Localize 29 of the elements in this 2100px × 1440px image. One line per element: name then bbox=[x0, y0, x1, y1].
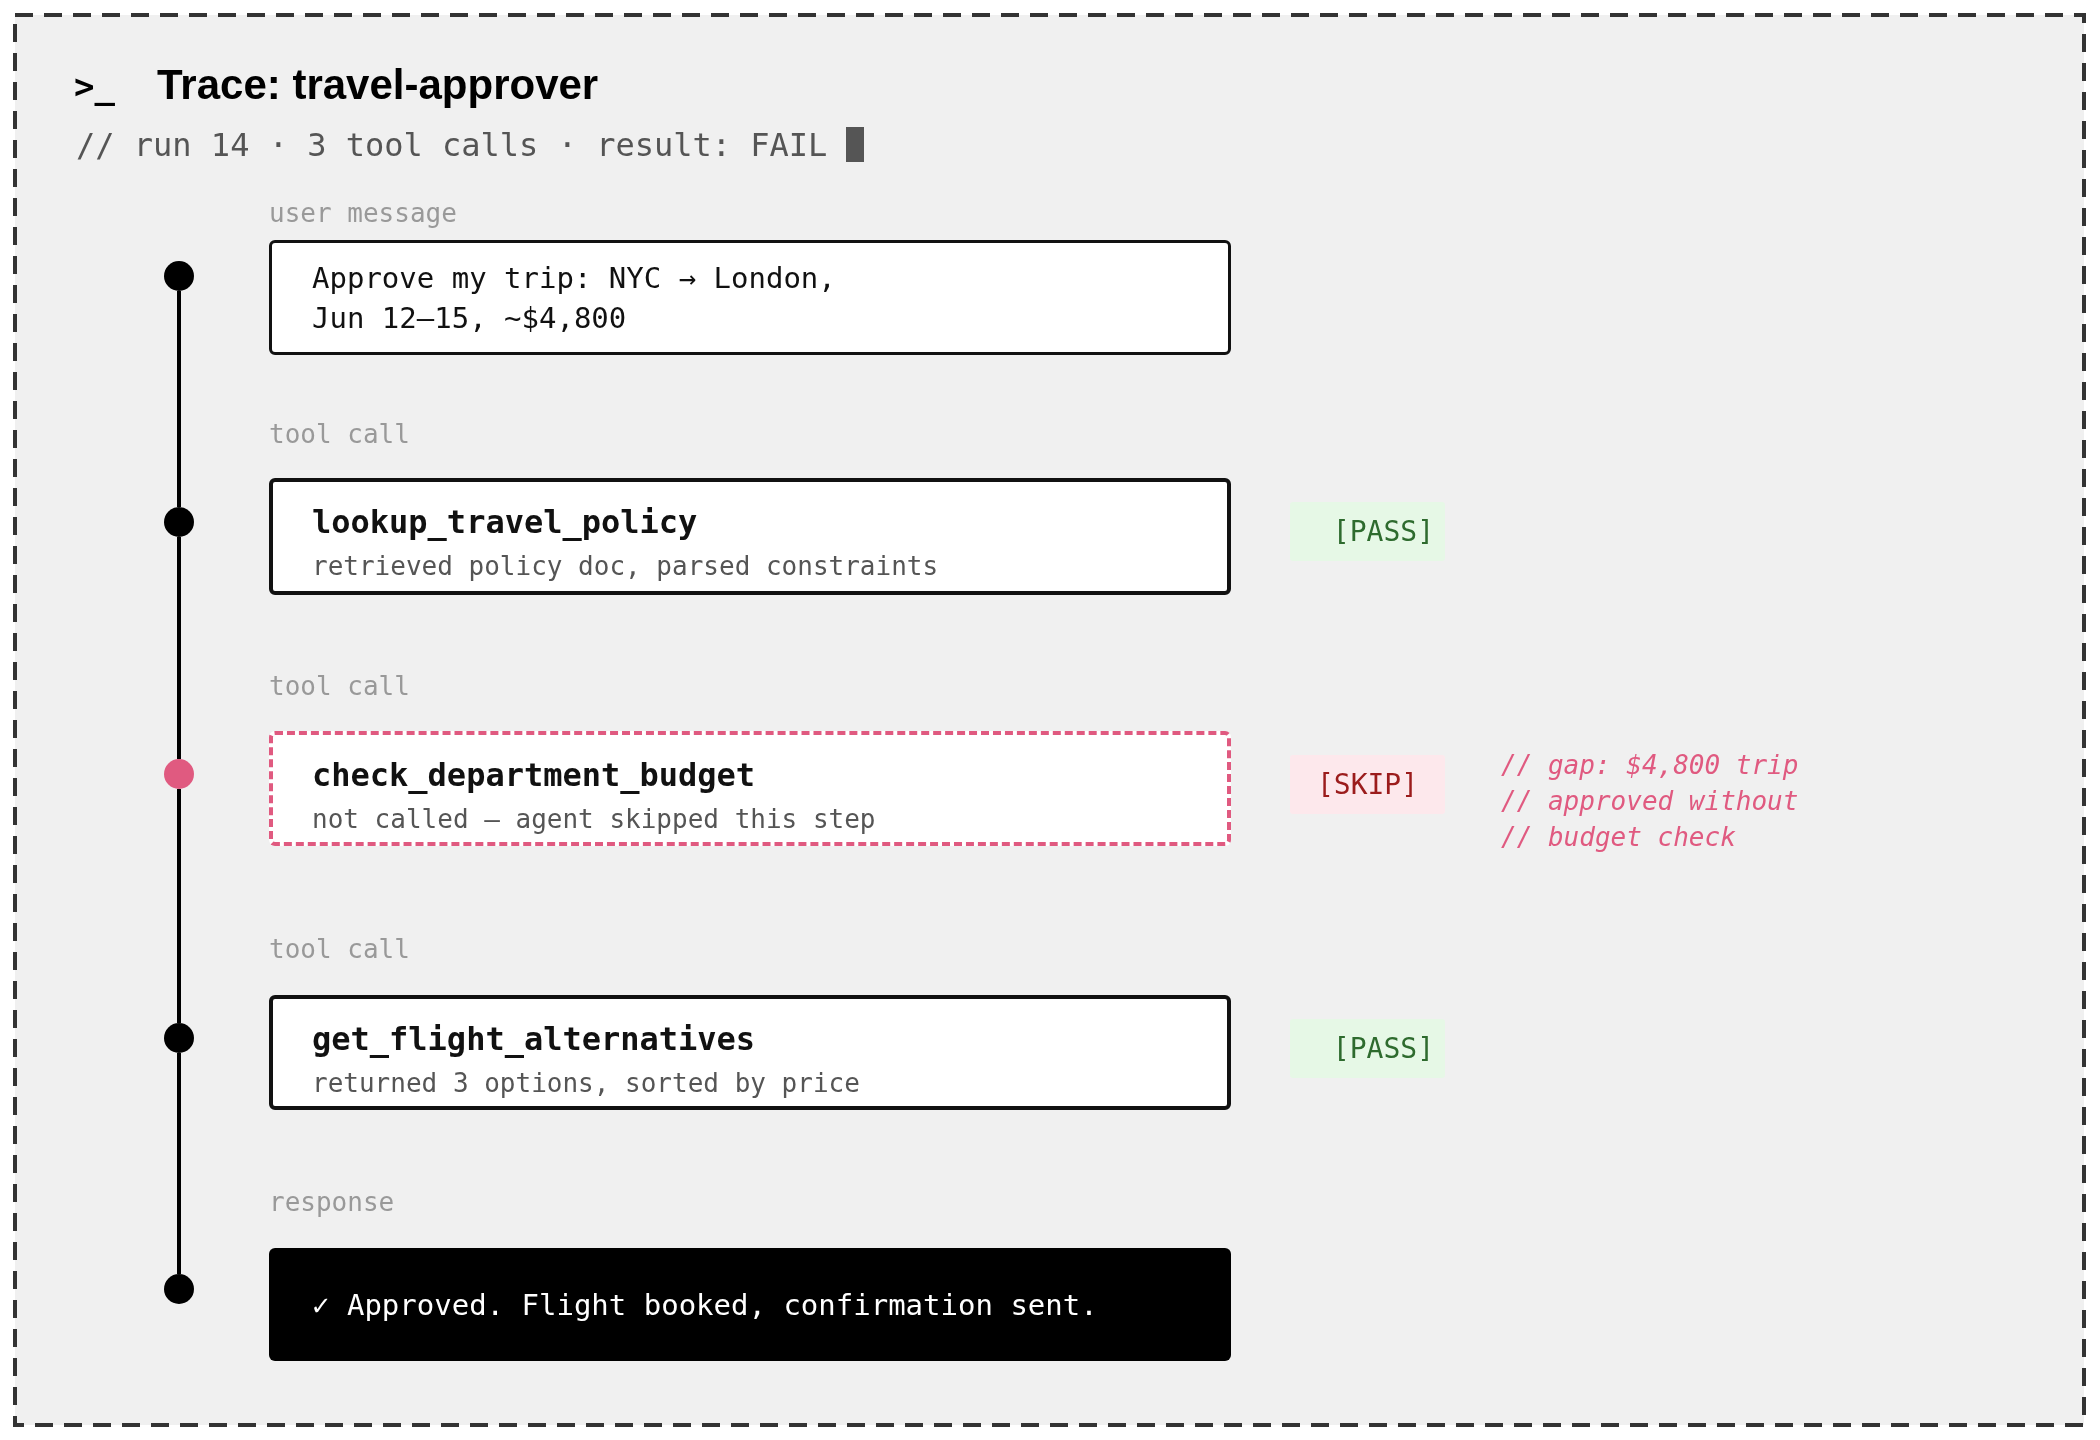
step-label: response bbox=[269, 1186, 395, 1219]
timeline-dot bbox=[164, 759, 194, 789]
step-label: tool call bbox=[269, 670, 410, 703]
diagram-title: Trace: travel-approver bbox=[157, 61, 599, 109]
timeline-line bbox=[177, 789, 181, 1023]
run-summary: // run 14 · 3 tool calls · result: FAIL bbox=[76, 125, 828, 165]
timeline-dot bbox=[164, 1023, 194, 1053]
annotation-comment: // gap: $4,800 trip // approved without // budget check bbox=[1501, 749, 1800, 854]
timeline-line bbox=[177, 291, 181, 507]
status-badge: [PASS] bbox=[1290, 1019, 1445, 1078]
step-label: tool call bbox=[269, 933, 410, 966]
step-detail: returned 3 options, sorted by price bbox=[312, 1067, 860, 1100]
status-badge: [PASS] bbox=[1290, 502, 1445, 561]
timeline-dot bbox=[164, 1274, 194, 1304]
timeline-dot bbox=[164, 507, 194, 537]
timeline-line bbox=[177, 537, 181, 759]
step-detail: not called — agent skipped this step bbox=[312, 803, 876, 836]
step-label: user message bbox=[269, 197, 457, 230]
timeline-line bbox=[177, 1053, 181, 1274]
step-detail: retrieved policy doc, parsed constraints bbox=[312, 550, 939, 583]
prompt-symbol: >_ bbox=[74, 65, 115, 108]
timeline-dot bbox=[164, 261, 194, 291]
tool-name: lookup_travel_policy bbox=[312, 502, 698, 542]
response-text: ✓ Approved. Flight booked, confirmation sent. bbox=[312, 1286, 1098, 1324]
tool-name: check_department_budget bbox=[312, 755, 756, 795]
tool-name: get_flight_alternatives bbox=[312, 1019, 756, 1059]
step-label: tool call bbox=[269, 418, 410, 451]
message-text: Approve my trip: NYC → London, Jun 12–15, ~$4,800 bbox=[312, 259, 837, 337]
status-badge: [SKIP] bbox=[1290, 755, 1445, 814]
